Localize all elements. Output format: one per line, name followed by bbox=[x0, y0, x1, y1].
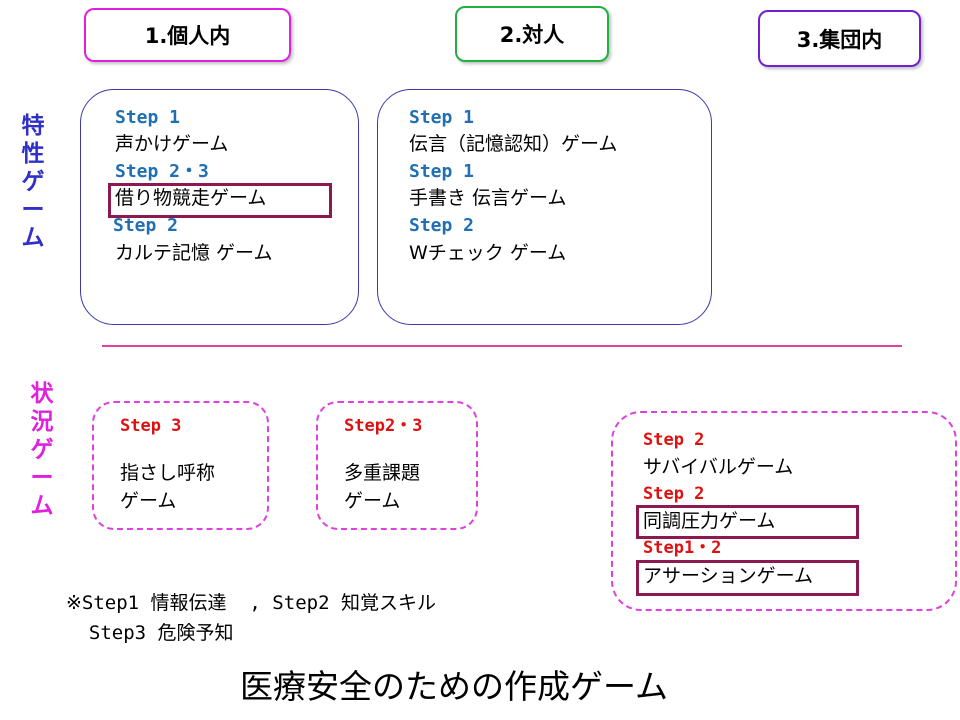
side-label-char: ー bbox=[30, 465, 54, 491]
section-divider bbox=[102, 345, 902, 347]
header-individual-label: 1.個人内 bbox=[144, 24, 231, 48]
step-label: Step 1 bbox=[409, 107, 475, 128]
game-name: ゲーム bbox=[344, 490, 401, 512]
step-label: Step 2・3 bbox=[115, 161, 209, 182]
step-label: Step 2 bbox=[643, 430, 705, 450]
game-name: 手書き 伝言ゲーム bbox=[409, 187, 567, 209]
game-name: 同調圧力ゲーム bbox=[643, 510, 776, 532]
step-label: Step 2 bbox=[113, 215, 179, 236]
step-label: Step 2 bbox=[643, 484, 705, 504]
header-group: 3.集団内 bbox=[758, 10, 921, 67]
step-legend-line2: Step3 危険予知 bbox=[66, 622, 234, 644]
box-group-situation: Step 2 サバイバルゲーム Step 2 同調圧力ゲーム Step1・2 ア… bbox=[611, 411, 957, 611]
game-name: サバイバルゲーム bbox=[643, 456, 794, 478]
side-label-char: ゲ bbox=[30, 437, 54, 463]
box-pointing-call: Step 3 指さし呼称 ゲーム bbox=[92, 401, 269, 530]
step-label: Step 1 bbox=[409, 161, 475, 182]
header-interpersonal-label: 2.対人 bbox=[499, 23, 565, 47]
step-label: Step2・3 bbox=[344, 416, 423, 436]
page-title: 医療安全のための作成ゲーム bbox=[240, 667, 669, 706]
game-name: アサーションゲーム bbox=[643, 565, 814, 587]
step-label: Step 3 bbox=[120, 416, 182, 436]
box-individual-traits: Step 1 声かけゲーム Step 2・3 借り物競走ゲーム Step 2 カ… bbox=[80, 89, 359, 325]
step-label: Step1・2 bbox=[643, 538, 722, 558]
box-multitask: Step2・3 多重課題 ゲーム bbox=[316, 401, 478, 530]
game-name: 借り物競走ゲーム bbox=[115, 187, 267, 209]
step-legend-line1: ※Step1 情報伝達 , Step2 知覚スキル bbox=[66, 592, 436, 614]
side-label-jokyo: 状 況 ゲ ー ム bbox=[27, 380, 57, 520]
side-label-char: 特 bbox=[21, 113, 45, 139]
highlight-frame bbox=[636, 505, 859, 539]
game-name: 伝言（記憶認知）ゲーム bbox=[409, 133, 618, 155]
step-label: Step 2 bbox=[409, 215, 475, 236]
side-label-char: ー bbox=[21, 197, 45, 223]
highlight-frame bbox=[636, 560, 859, 596]
game-name: 指さし呼称 bbox=[120, 462, 216, 484]
header-group-label: 3.集団内 bbox=[796, 27, 883, 52]
game-name: ゲーム bbox=[120, 490, 177, 512]
side-label-char: ム bbox=[30, 493, 54, 519]
side-label-char: ゲ bbox=[21, 169, 45, 195]
step-label: Step 1 bbox=[115, 107, 181, 128]
game-name: カルテ記憶 ゲーム bbox=[115, 242, 273, 264]
side-label-char: 状 bbox=[30, 381, 54, 407]
box-interpersonal-traits: Step 1 伝言（記憶認知）ゲーム Step 1 手書き 伝言ゲーム Step… bbox=[377, 89, 712, 325]
header-interpersonal: 2.対人 bbox=[455, 6, 609, 62]
game-name: Wチェック ゲーム bbox=[409, 242, 567, 264]
side-label-char: 況 bbox=[30, 409, 54, 435]
highlight-frame bbox=[108, 183, 332, 218]
side-label-tokusei: 特 性 ゲ ー ム bbox=[18, 112, 48, 252]
header-individual: 1.個人内 bbox=[84, 8, 291, 62]
game-name: 声かけゲーム bbox=[115, 133, 229, 155]
side-label-char: 性 bbox=[21, 141, 45, 167]
game-name: 多重課題 bbox=[344, 462, 421, 484]
side-label-char: ム bbox=[21, 225, 45, 251]
